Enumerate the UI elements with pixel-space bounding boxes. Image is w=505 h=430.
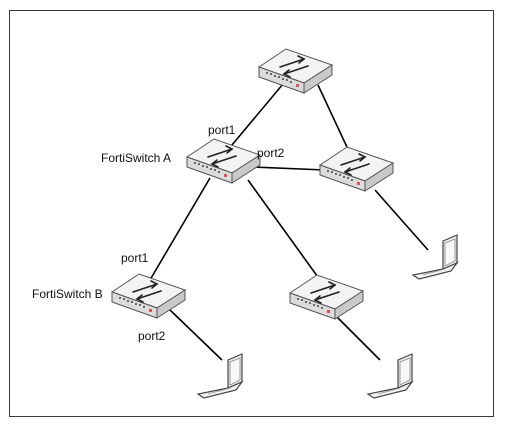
fortiswitch-a-port2-label: port2 xyxy=(257,146,285,160)
top-switch-icon xyxy=(258,48,333,94)
fortiswitch-b-icon xyxy=(111,273,186,319)
link-middle-laptop xyxy=(334,314,381,361)
link-b-laptop xyxy=(169,309,223,361)
right-switch-icon xyxy=(319,146,394,192)
middle-switch-icon xyxy=(289,274,364,320)
laptop-b-icon xyxy=(197,353,243,399)
link-a-right xyxy=(251,166,326,171)
fortiswitch-a-label: FortiSwitch A xyxy=(101,151,172,165)
diagram-frame xyxy=(9,10,494,417)
link-a-top xyxy=(231,83,284,146)
fortiswitch-b-port2-label: port2 xyxy=(138,329,166,343)
fortiswitch-a-icon xyxy=(186,138,261,184)
fortiswitch-b-label: FortiSwitch B xyxy=(32,287,103,301)
link-a-middle xyxy=(247,179,321,281)
fortiswitch-a-port1-label: port1 xyxy=(208,123,236,137)
laptop-middle-icon xyxy=(367,353,413,399)
link-right-laptop xyxy=(374,189,429,251)
fortiswitch-b-port1-label: port1 xyxy=(121,251,149,265)
links xyxy=(146,83,429,361)
link-a-b xyxy=(146,177,211,286)
